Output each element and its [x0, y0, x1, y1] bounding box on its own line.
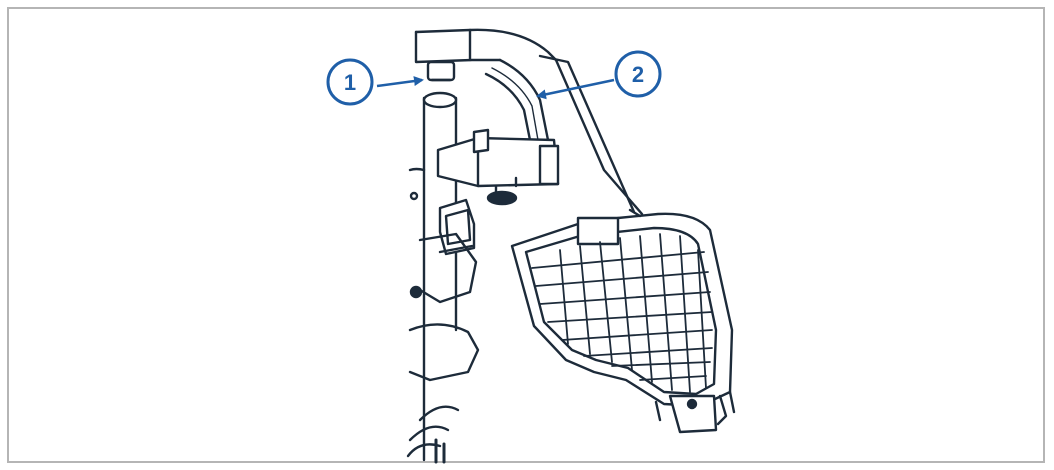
- callout-1-number: 1: [344, 70, 356, 95]
- callout-1-leader: [376, 76, 424, 88]
- clamp-block: [436, 128, 560, 206]
- callout-2-leader: [536, 78, 615, 100]
- callout-2: 2: [536, 50, 662, 100]
- callout-2-number: 2: [632, 62, 644, 87]
- footplate-grid: [531, 233, 713, 393]
- line-art: [406, 28, 736, 464]
- callout-2-circle: [614, 50, 662, 98]
- hinge-head: [414, 28, 558, 82]
- lower-bracket: [409, 191, 478, 304]
- footplate: [510, 208, 736, 434]
- figure-frame: [7, 7, 1045, 463]
- callout-1-circle: [326, 58, 374, 106]
- callout-1: 1: [326, 58, 424, 106]
- lower-frame: [406, 323, 480, 464]
- hanger-arm: [484, 54, 644, 216]
